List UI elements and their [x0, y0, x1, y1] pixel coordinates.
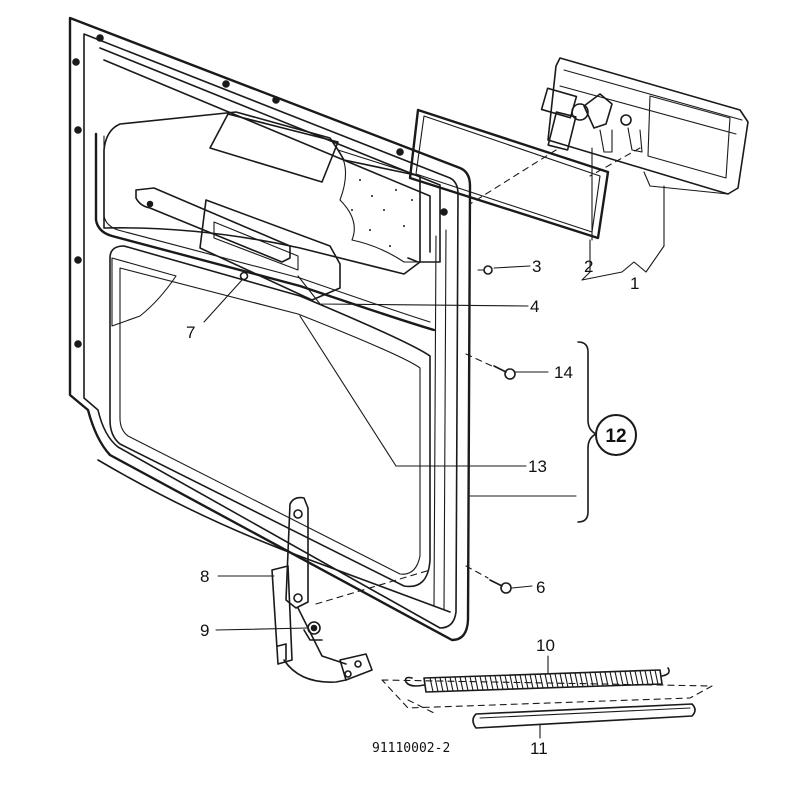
- spring-coil: [614, 670, 619, 687]
- spring-coil: [629, 670, 634, 686]
- spring-coil: [519, 674, 524, 690]
- spring-coil: [624, 670, 629, 686]
- spring-coil: [489, 675, 494, 691]
- spring-coil: [554, 673, 559, 689]
- spring-coil: [609, 671, 614, 687]
- spring-coil: [439, 676, 444, 693]
- callout-10: 10: [536, 636, 555, 655]
- gasket-frame: [408, 108, 610, 240]
- spring-coil: [434, 677, 439, 693]
- group-brace: [577, 341, 597, 523]
- callout-1: 1: [630, 274, 639, 293]
- regulator-motor-assembly: [540, 57, 749, 247]
- callout-3: 3: [532, 257, 541, 276]
- spring-coil: [559, 672, 564, 688]
- spring-coil: [444, 676, 449, 692]
- spring-coil: [634, 670, 639, 686]
- callout-8: 8: [200, 567, 209, 586]
- spring-coil: [529, 673, 534, 689]
- screw-3: [477, 265, 493, 275]
- pivot-clip: [303, 621, 373, 681]
- callout-4: 4: [530, 297, 539, 316]
- upper-window-panel: [103, 111, 421, 275]
- handle-bracket: [135, 187, 341, 301]
- spring-coil: [649, 669, 654, 685]
- spring-coil: [509, 674, 514, 690]
- spring-coil: [459, 676, 464, 692]
- hinge-bracket: [271, 496, 347, 683]
- spring-coil: [544, 673, 549, 689]
- spring-coil: [584, 671, 589, 688]
- spring-coil: [449, 676, 454, 692]
- callout-2: 2: [584, 257, 593, 276]
- spring-coil: [429, 677, 434, 693]
- outer-door-panel: [68, 16, 472, 642]
- spring-coil: [474, 675, 479, 691]
- spring-coil: [654, 669, 659, 685]
- alignment-lines-lower: [407, 699, 437, 715]
- callout-9: 9: [200, 621, 209, 640]
- callout-14: 14: [554, 363, 573, 382]
- spring-coil: [499, 674, 504, 690]
- insulation-texture: [337, 149, 421, 263]
- spring-coil: [464, 676, 469, 692]
- spring-coil: [639, 670, 644, 686]
- spring-coil: [539, 673, 544, 689]
- screw-14: [465, 353, 516, 380]
- screw-6: [465, 565, 512, 594]
- spring-coil: [534, 673, 539, 689]
- callout-12: 12: [605, 426, 626, 447]
- support-rod: [472, 703, 696, 729]
- spring-outline: [381, 679, 713, 709]
- tension-spring: [404, 667, 670, 693]
- spring-coil: [479, 675, 484, 691]
- spring-coil: [469, 675, 474, 691]
- spring-coil: [579, 672, 584, 688]
- spring-coil: [564, 672, 569, 688]
- spring-coil: [644, 669, 649, 686]
- alignment-lines-upper: [469, 147, 641, 205]
- spring-coil: [569, 672, 574, 688]
- callout-7: 7: [186, 323, 195, 342]
- callout-6: 6: [536, 578, 545, 597]
- drawing-code: 91110002-2: [372, 741, 450, 756]
- spring-coil: [604, 671, 609, 687]
- door-seal-strip: [94, 132, 436, 332]
- spring-coil: [619, 670, 624, 686]
- spring-coil: [549, 673, 554, 689]
- callout-13: 13: [528, 457, 547, 476]
- spring-coil: [484, 675, 489, 691]
- lower-window-panel: [97, 245, 451, 613]
- spring-coil: [454, 676, 459, 692]
- spring-coil: [574, 672, 579, 688]
- callout-11: 11: [530, 739, 548, 758]
- spring-coil: [524, 674, 529, 690]
- leader-lines: [203, 239, 665, 739]
- callout-12-circle: 12: [595, 414, 637, 456]
